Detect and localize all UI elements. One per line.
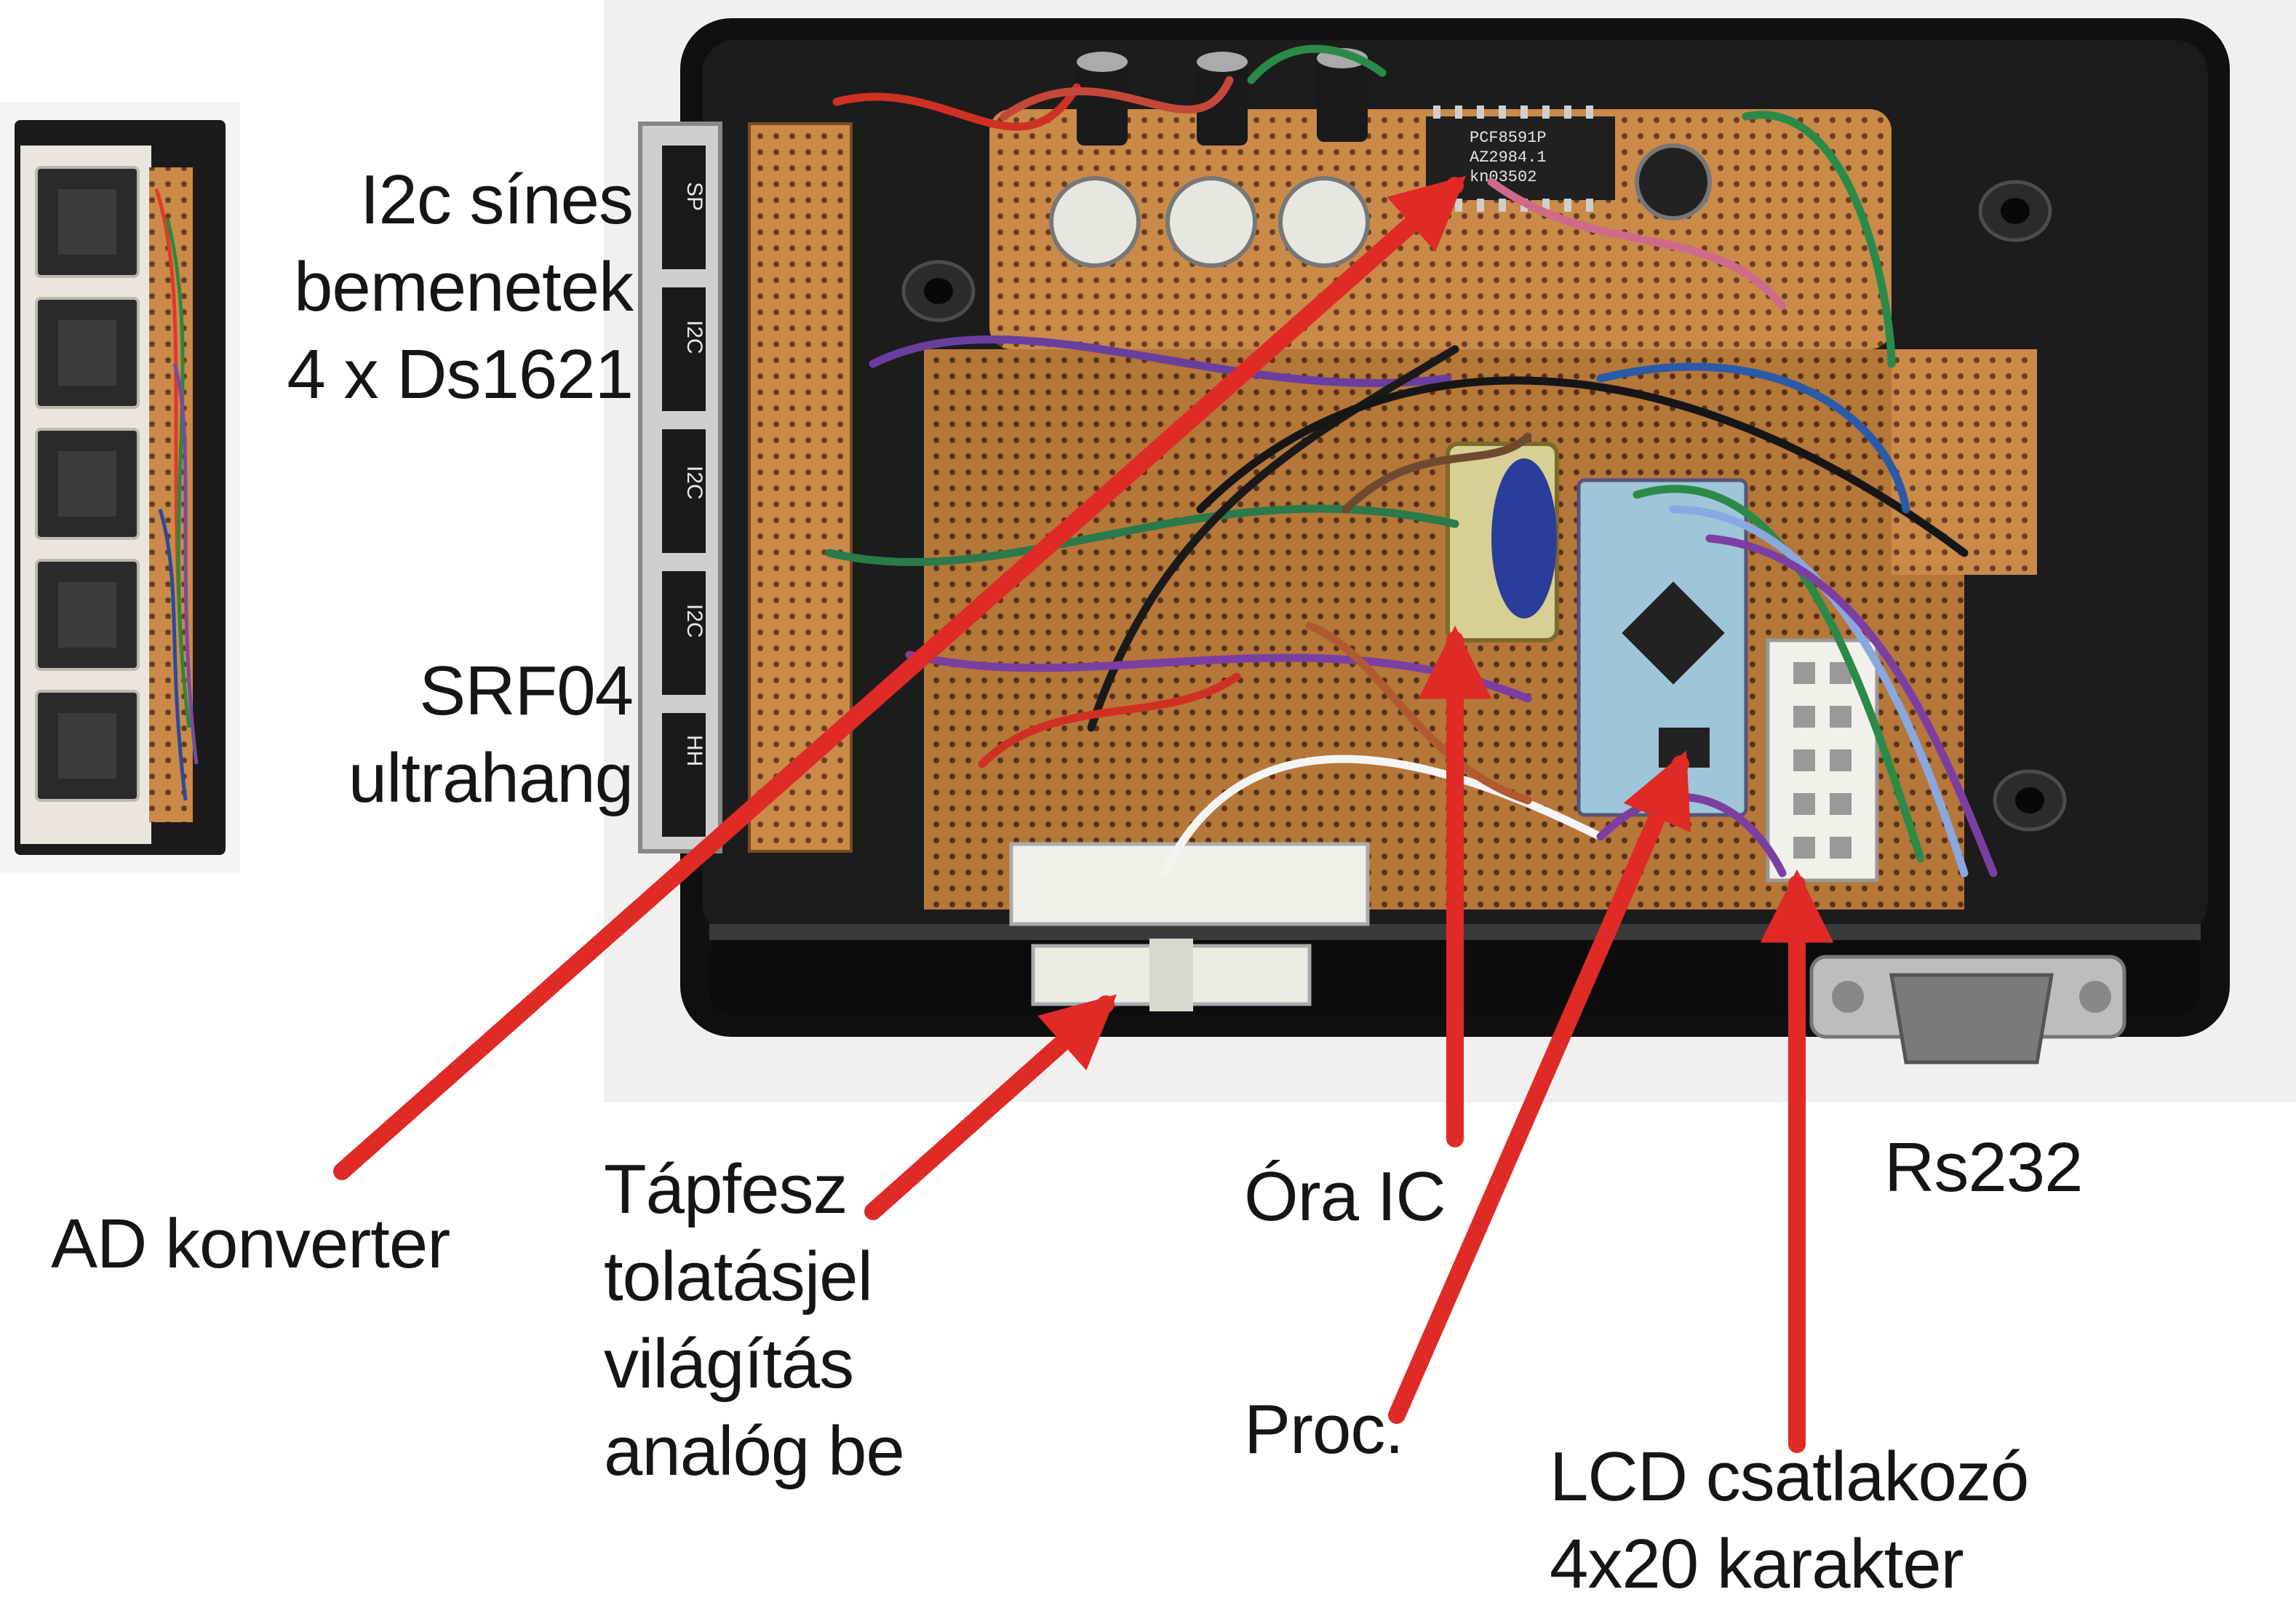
inset-side-view-photo (0, 102, 240, 873)
arrow-processor (1388, 750, 1691, 1424)
processor-label: Proc. (1244, 1390, 1404, 1468)
chip-marking: PCF8591P (1470, 129, 1547, 147)
rail-label: I2C (682, 320, 706, 354)
chip-marking: kn03502 (1470, 168, 1536, 186)
ad-converter-label: AD konverter (51, 1205, 450, 1283)
chip-marking: AZ2984.1 (1470, 148, 1547, 167)
srf04-line: ultrahang (348, 739, 634, 817)
clock-ic-module (1446, 442, 1559, 642)
rs232-label: Rs232 (1884, 1129, 2083, 1206)
processor-board (1576, 478, 1748, 817)
rail-label: HH (682, 735, 706, 766)
power-inputs-line: tolatásjel (604, 1238, 873, 1316)
wires (825, 44, 1998, 877)
i2c-inputs-line: bemenetek (294, 248, 634, 326)
i2c-inputs-label: I2c sínes bemenetek 4 x Ds1621 (218, 156, 634, 418)
lcd-connector-line: LCD csatlakozó (1550, 1438, 2029, 1516)
lcd-connector-line: 4x20 karakter (1550, 1525, 1964, 1603)
rail-label: I2C (682, 466, 706, 500)
clock-ic-label: Óra IC (1244, 1158, 1446, 1235)
i2c-rail: SP I2C I2C I2C HH (638, 122, 722, 853)
power-inputs-line: Tápfesz (604, 1150, 848, 1228)
power-inputs-label: Tápfesz tolatásjel világítás analóg be (604, 1146, 905, 1495)
arrow-power-connector (864, 994, 1117, 1220)
lcd-connector-label: LCD csatlakozó 4x20 karakter (1550, 1433, 2029, 1608)
power-inputs-line: világítás (604, 1325, 854, 1403)
power-inputs-line: analóg be (604, 1412, 905, 1490)
perfboard-small (1892, 349, 2037, 575)
trimmer (1049, 143, 1712, 268)
rail-label: SP (682, 182, 706, 211)
lcd-header-connector (1766, 638, 1879, 883)
srf04-label: SRF04 ultrahang (218, 648, 634, 822)
arrow-ad-converter (333, 175, 1467, 1180)
i2c-inputs-line: I2c sínes (359, 161, 634, 239)
annotation-arrows (333, 175, 1834, 1453)
i2c-inputs-line: 4 x Ds1621 (287, 335, 634, 413)
rail-label: I2C (682, 604, 706, 638)
srf04-line: SRF04 (419, 652, 634, 730)
rs232-connector (1809, 955, 2126, 1064)
